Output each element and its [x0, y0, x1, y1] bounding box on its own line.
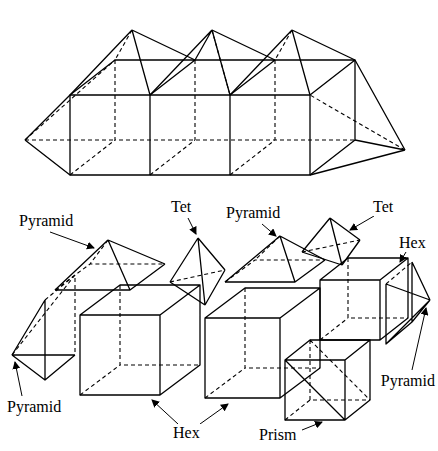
part-label: Tet [170, 198, 192, 216]
part-label: Pyramid [18, 212, 74, 230]
leader-lines [15, 216, 426, 430]
part-label: Pyramid [6, 398, 62, 416]
exploded-mesh [12, 218, 430, 420]
assembled-mesh [25, 30, 405, 175]
part-label: Hex [398, 234, 427, 252]
part-label: Pyramid [380, 372, 436, 390]
part-label: Tet [372, 198, 394, 216]
part-label: Hex [172, 424, 201, 442]
part-label: Prism [258, 426, 297, 444]
part-label: Pyramid [225, 204, 281, 222]
